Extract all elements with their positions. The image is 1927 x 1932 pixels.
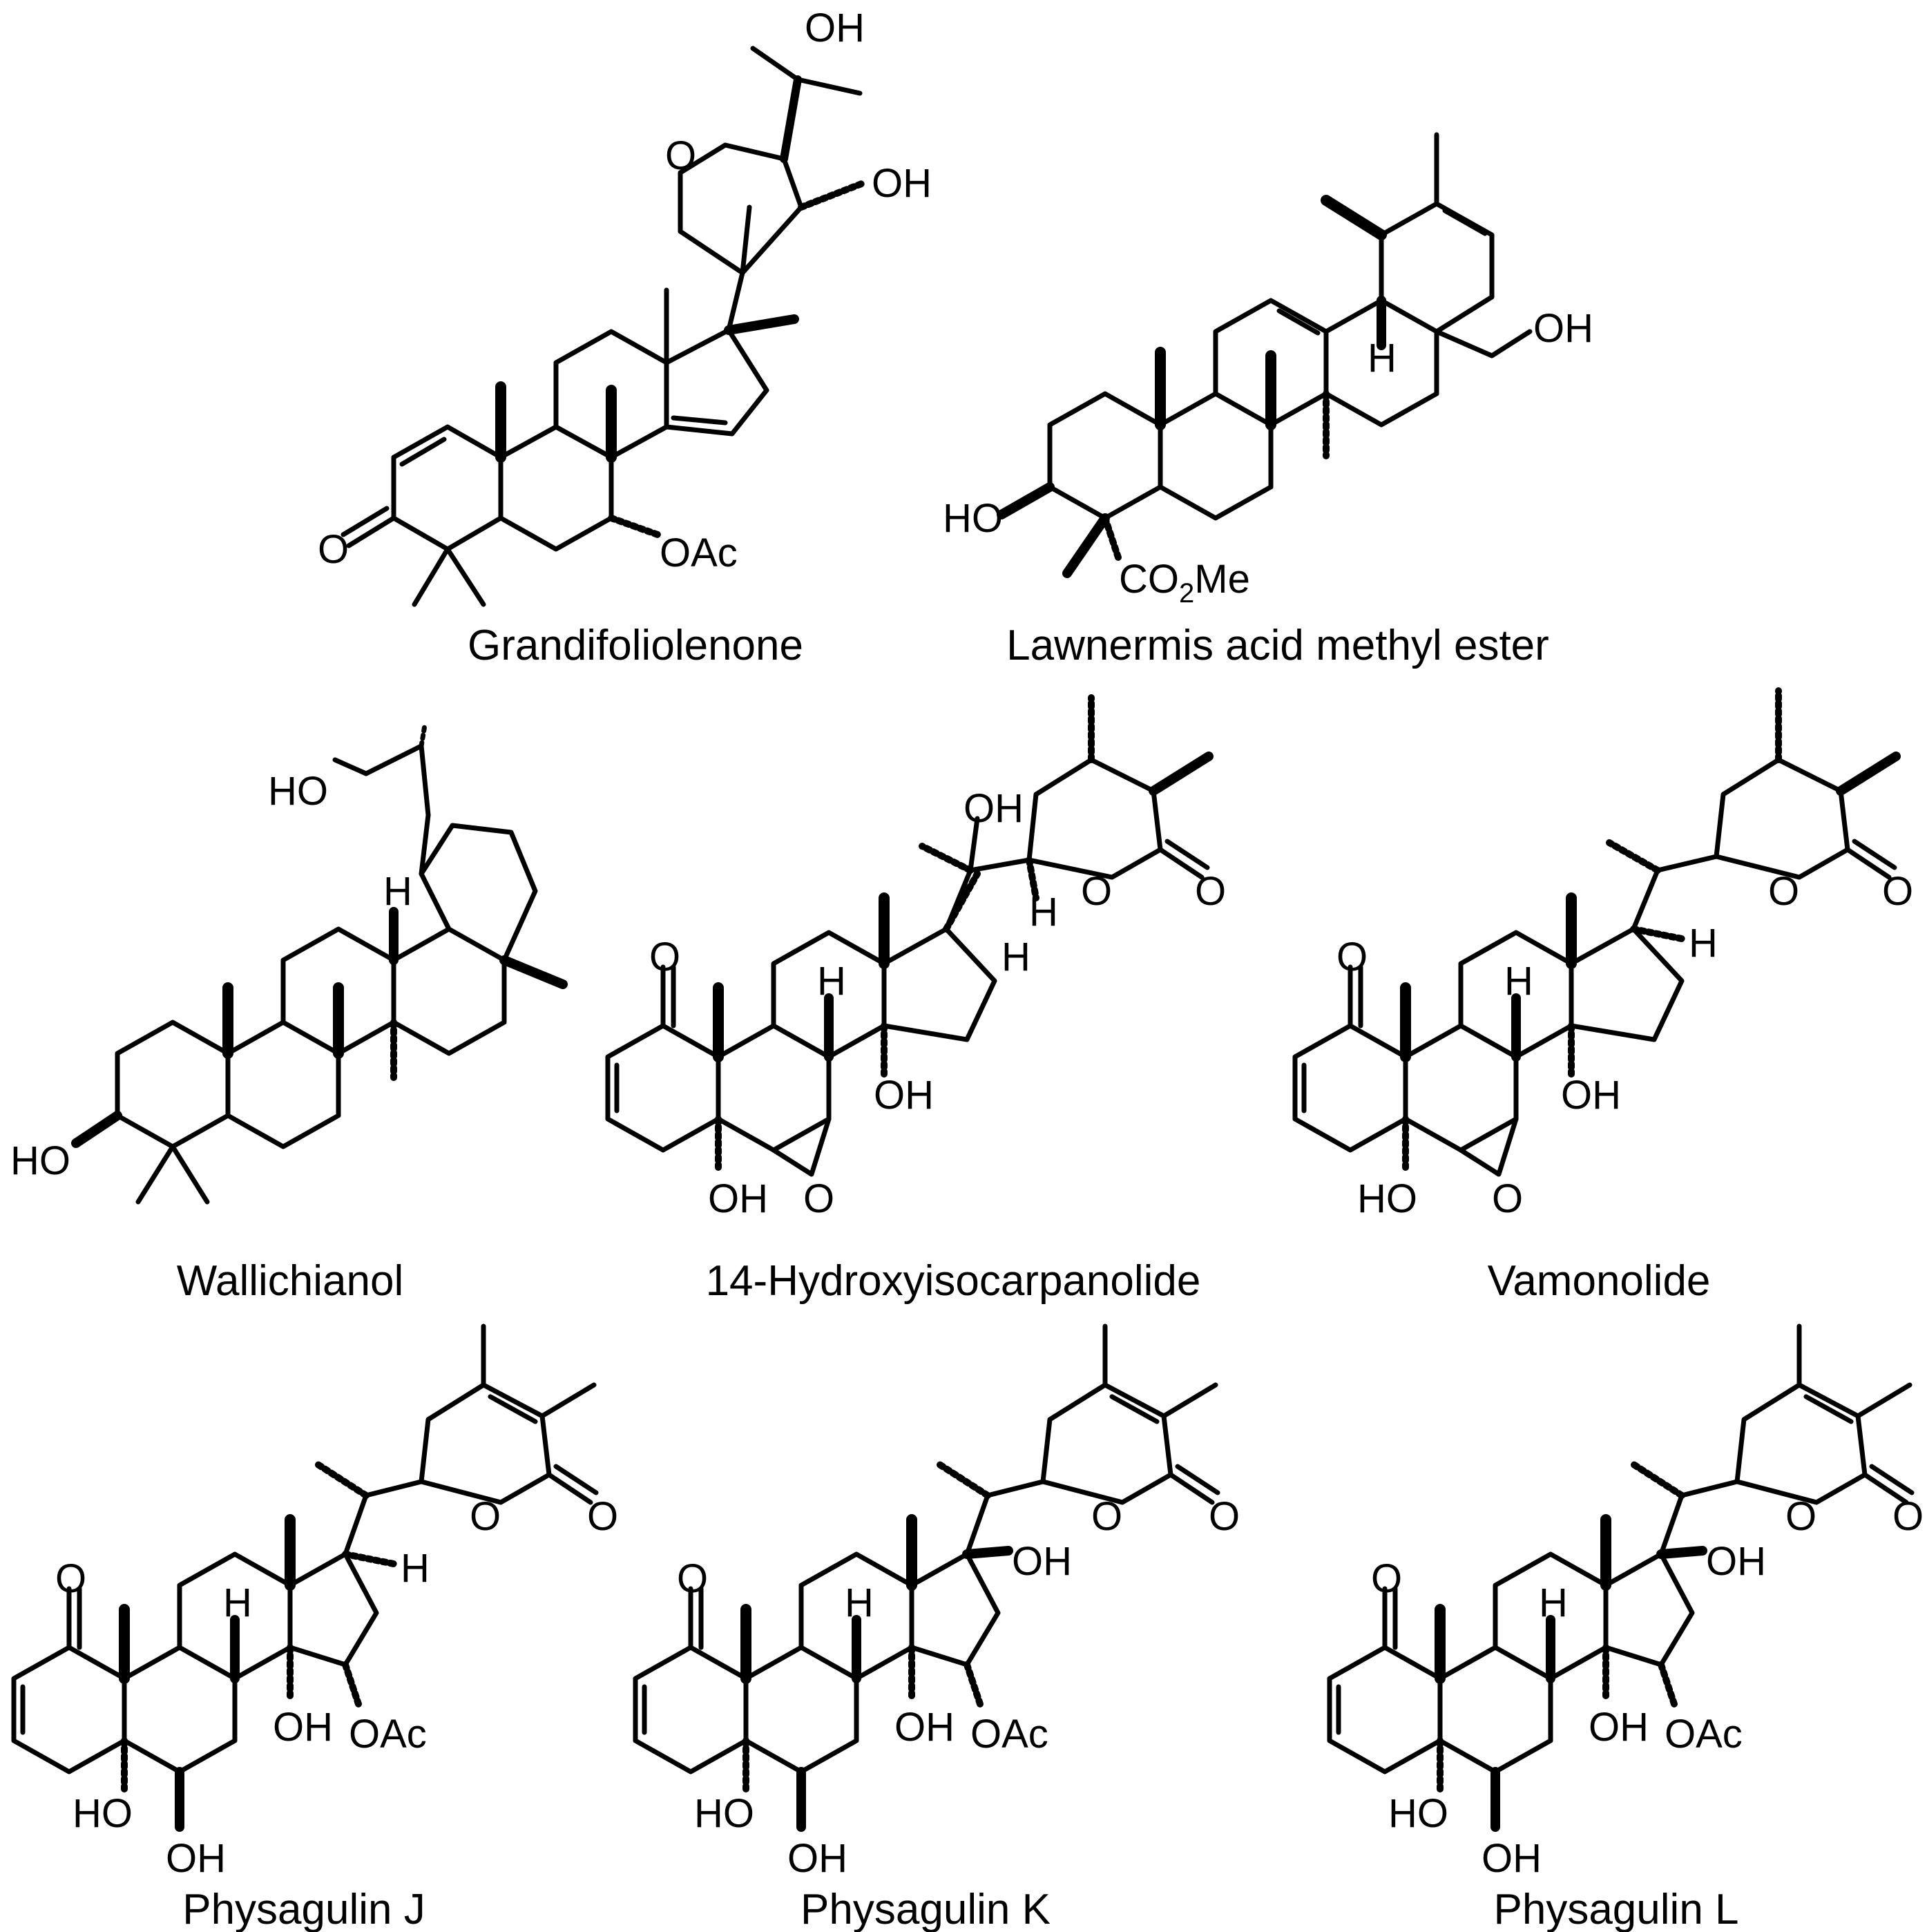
atom-label: CO2Me — [1119, 557, 1250, 609]
atom-label: OH — [708, 1176, 768, 1221]
atom-label: O — [1209, 1494, 1240, 1539]
atom-label: O — [1371, 1556, 1402, 1601]
compound-name: 14-Hydroxyisocarpanolide — [706, 1257, 1201, 1305]
compound-name: Grandifoliolenone — [468, 622, 803, 669]
atom-label: H — [383, 869, 412, 914]
atom-label: OH — [1589, 1705, 1649, 1750]
atom-label: H — [1539, 1580, 1568, 1625]
atom-label: OH — [894, 1705, 955, 1750]
atom-label: O — [1492, 1176, 1523, 1221]
atom-label: HO — [943, 496, 1003, 541]
atom-label: HO — [1357, 1176, 1417, 1221]
atom-label: HO — [694, 1791, 754, 1836]
structure-grandifoliolenone: OH OH O O OAc — [318, 6, 932, 607]
atom-label: HO — [1388, 1791, 1448, 1836]
atom-label: H — [1368, 336, 1397, 381]
atom-label: OH — [166, 1836, 226, 1881]
atom-label: O — [1336, 935, 1368, 979]
atom-label: OAc — [660, 530, 738, 575]
atom-label: OH — [787, 1836, 847, 1881]
structure-vamonolide: O O H O H OH HO O — [1292, 687, 1913, 1221]
atom-label: OH — [1706, 1539, 1766, 1584]
atom-label: OH — [963, 786, 1024, 831]
atom-label: H — [1504, 959, 1533, 1004]
compound-name: Physagulin J — [182, 1886, 425, 1932]
atom-label: O — [665, 133, 696, 178]
atom-label: OH — [1482, 1836, 1542, 1881]
atom-label: O — [1785, 1494, 1816, 1539]
atom-label: OAc — [349, 1712, 427, 1757]
atom-label: H — [1001, 935, 1030, 979]
atom-label: OAc — [970, 1712, 1048, 1757]
atom-label: O — [1081, 869, 1112, 914]
structure-physagulin-l: O O OH O H OH OAc HO OH — [1327, 1323, 1924, 1881]
atom-label: OH — [805, 6, 865, 50]
atom-label: H — [223, 1580, 252, 1625]
atom-label: HO — [73, 1791, 133, 1836]
atom-label: O — [1892, 1494, 1924, 1539]
atom-label: H — [845, 1580, 874, 1625]
structure-wallichianol: HO H HO — [10, 723, 568, 1205]
atom-label: O — [1882, 869, 1913, 914]
atom-label: H — [1029, 890, 1058, 935]
compound-name: Vamonolide — [1488, 1257, 1711, 1305]
atom-label: OAc — [1665, 1712, 1743, 1757]
atom-label: O — [1195, 869, 1226, 914]
atom-label: O — [55, 1556, 86, 1601]
atom-label: O — [470, 1494, 501, 1539]
atom-label: OH — [872, 161, 932, 206]
atom-label: O — [1091, 1494, 1122, 1539]
compound-name: Physagulin K — [800, 1886, 1051, 1932]
atom-label: HO — [10, 1138, 70, 1183]
compound-name: Lawnermis acid methyl ester — [1006, 622, 1549, 669]
atom-label: HO — [268, 769, 328, 814]
atom-label: O — [318, 527, 349, 572]
atom-label: OH — [1012, 1539, 1072, 1584]
structure-physagulin-k: O O OH O H OH OAc HO OH — [633, 1323, 1240, 1881]
atom-label: H — [401, 1546, 430, 1591]
atom-label: O — [803, 1176, 834, 1221]
atom-label: O — [587, 1494, 618, 1539]
atom-label: OH — [874, 1073, 934, 1118]
atom-label: OH — [1533, 306, 1593, 351]
structure-14-hydroxyisocarpanolide: OH H O O H O H OH OH O — [605, 694, 1226, 1221]
compound-name: Wallichianol — [177, 1257, 404, 1305]
atom-label: O — [1768, 869, 1799, 914]
atom-label: O — [677, 1556, 708, 1601]
structure-lawnermis-acid-methyl-ester: H OH HO CO2Me — [943, 132, 1593, 609]
compound-name: Physagulin L — [1493, 1886, 1738, 1932]
atom-label: H — [1689, 921, 1718, 966]
atom-label: OH — [273, 1705, 333, 1750]
atom-label: O — [649, 935, 680, 979]
structure-physagulin-j: O O H O H OH OAc HO OH — [11, 1323, 618, 1881]
atom-label: OH — [1561, 1073, 1621, 1118]
atom-label: H — [817, 959, 846, 1004]
